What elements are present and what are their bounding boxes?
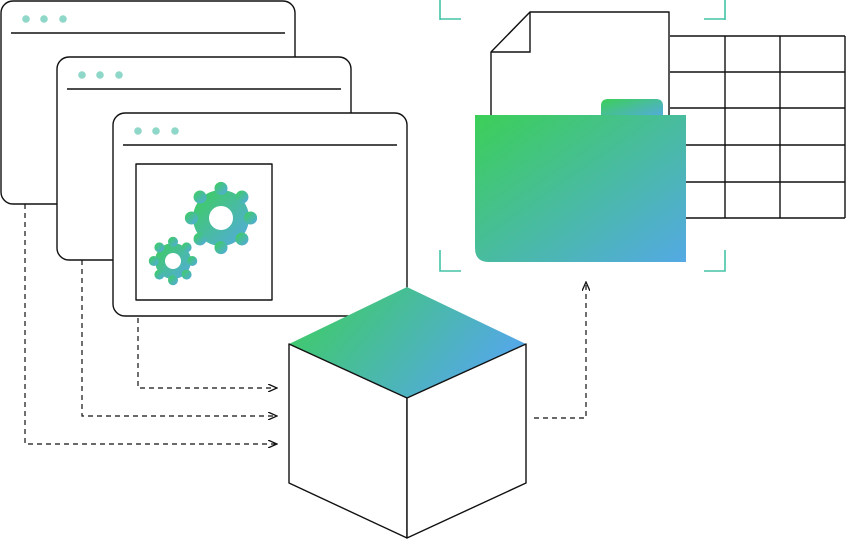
large-gear-tooth — [184, 211, 198, 225]
small-gear-tooth — [181, 242, 192, 253]
folder-body — [475, 115, 686, 262]
focus-corner-brackets — [439, 0, 726, 272]
connector-back-window-to-cube — [24, 204, 277, 444]
cube-right-face — [406, 343, 527, 539]
document-icon — [490, 11, 670, 116]
small-gear-tooth — [154, 242, 165, 253]
focus-corner-top-right — [704, 0, 726, 20]
window-front-dot-2 — [152, 127, 160, 135]
document-folded-corner — [491, 12, 531, 53]
window-middle-dot-1 — [78, 71, 86, 79]
window-back-dot-3 — [59, 15, 67, 23]
small-gear-tooth — [148, 256, 159, 266]
gears-icon — [148, 181, 258, 286]
large-gear-tooth — [244, 211, 258, 225]
small-gear-icon — [148, 236, 198, 286]
small-gear-tooth — [168, 236, 178, 247]
small-gear-tooth — [154, 269, 165, 280]
large-gear-tooth — [235, 232, 249, 246]
connector-lines — [24, 204, 586, 444]
large-gear-tooth — [235, 190, 249, 204]
large-gear-tooth — [193, 232, 207, 246]
window-front-dot-3 — [171, 127, 179, 135]
small-gear-tooth — [168, 275, 178, 286]
table-grid-icon — [670, 35, 846, 219]
window-middle-dot-3 — [115, 71, 123, 79]
window-back-dot-1 — [22, 15, 30, 23]
focus-corner-top-left — [439, 0, 461, 20]
window-front — [112, 112, 408, 317]
folder-tab — [601, 99, 663, 118]
connector-front-window-to-cube — [137, 318, 277, 388]
small-gear-hole — [165, 253, 181, 269]
small-gear-tooth — [187, 256, 198, 266]
focus-corner-bottom-right — [704, 250, 726, 272]
window-back-dot-2 — [40, 15, 48, 23]
connector-middle-window-to-cube — [81, 260, 277, 416]
large-gear-icon — [184, 181, 258, 255]
small-gear-tooth — [181, 269, 192, 280]
large-gear-tooth — [214, 241, 228, 255]
large-gear-tooth — [193, 190, 207, 204]
connector-cube-to-folder — [534, 282, 586, 419]
folder-icon — [475, 99, 686, 262]
large-gear-tooth — [214, 181, 228, 195]
window-front-dot-1 — [134, 127, 142, 135]
window-middle-dot-2 — [96, 71, 104, 79]
focus-corner-bottom-left — [439, 250, 461, 272]
cube-icon — [288, 287, 527, 539]
large-gear-hole — [209, 206, 233, 230]
